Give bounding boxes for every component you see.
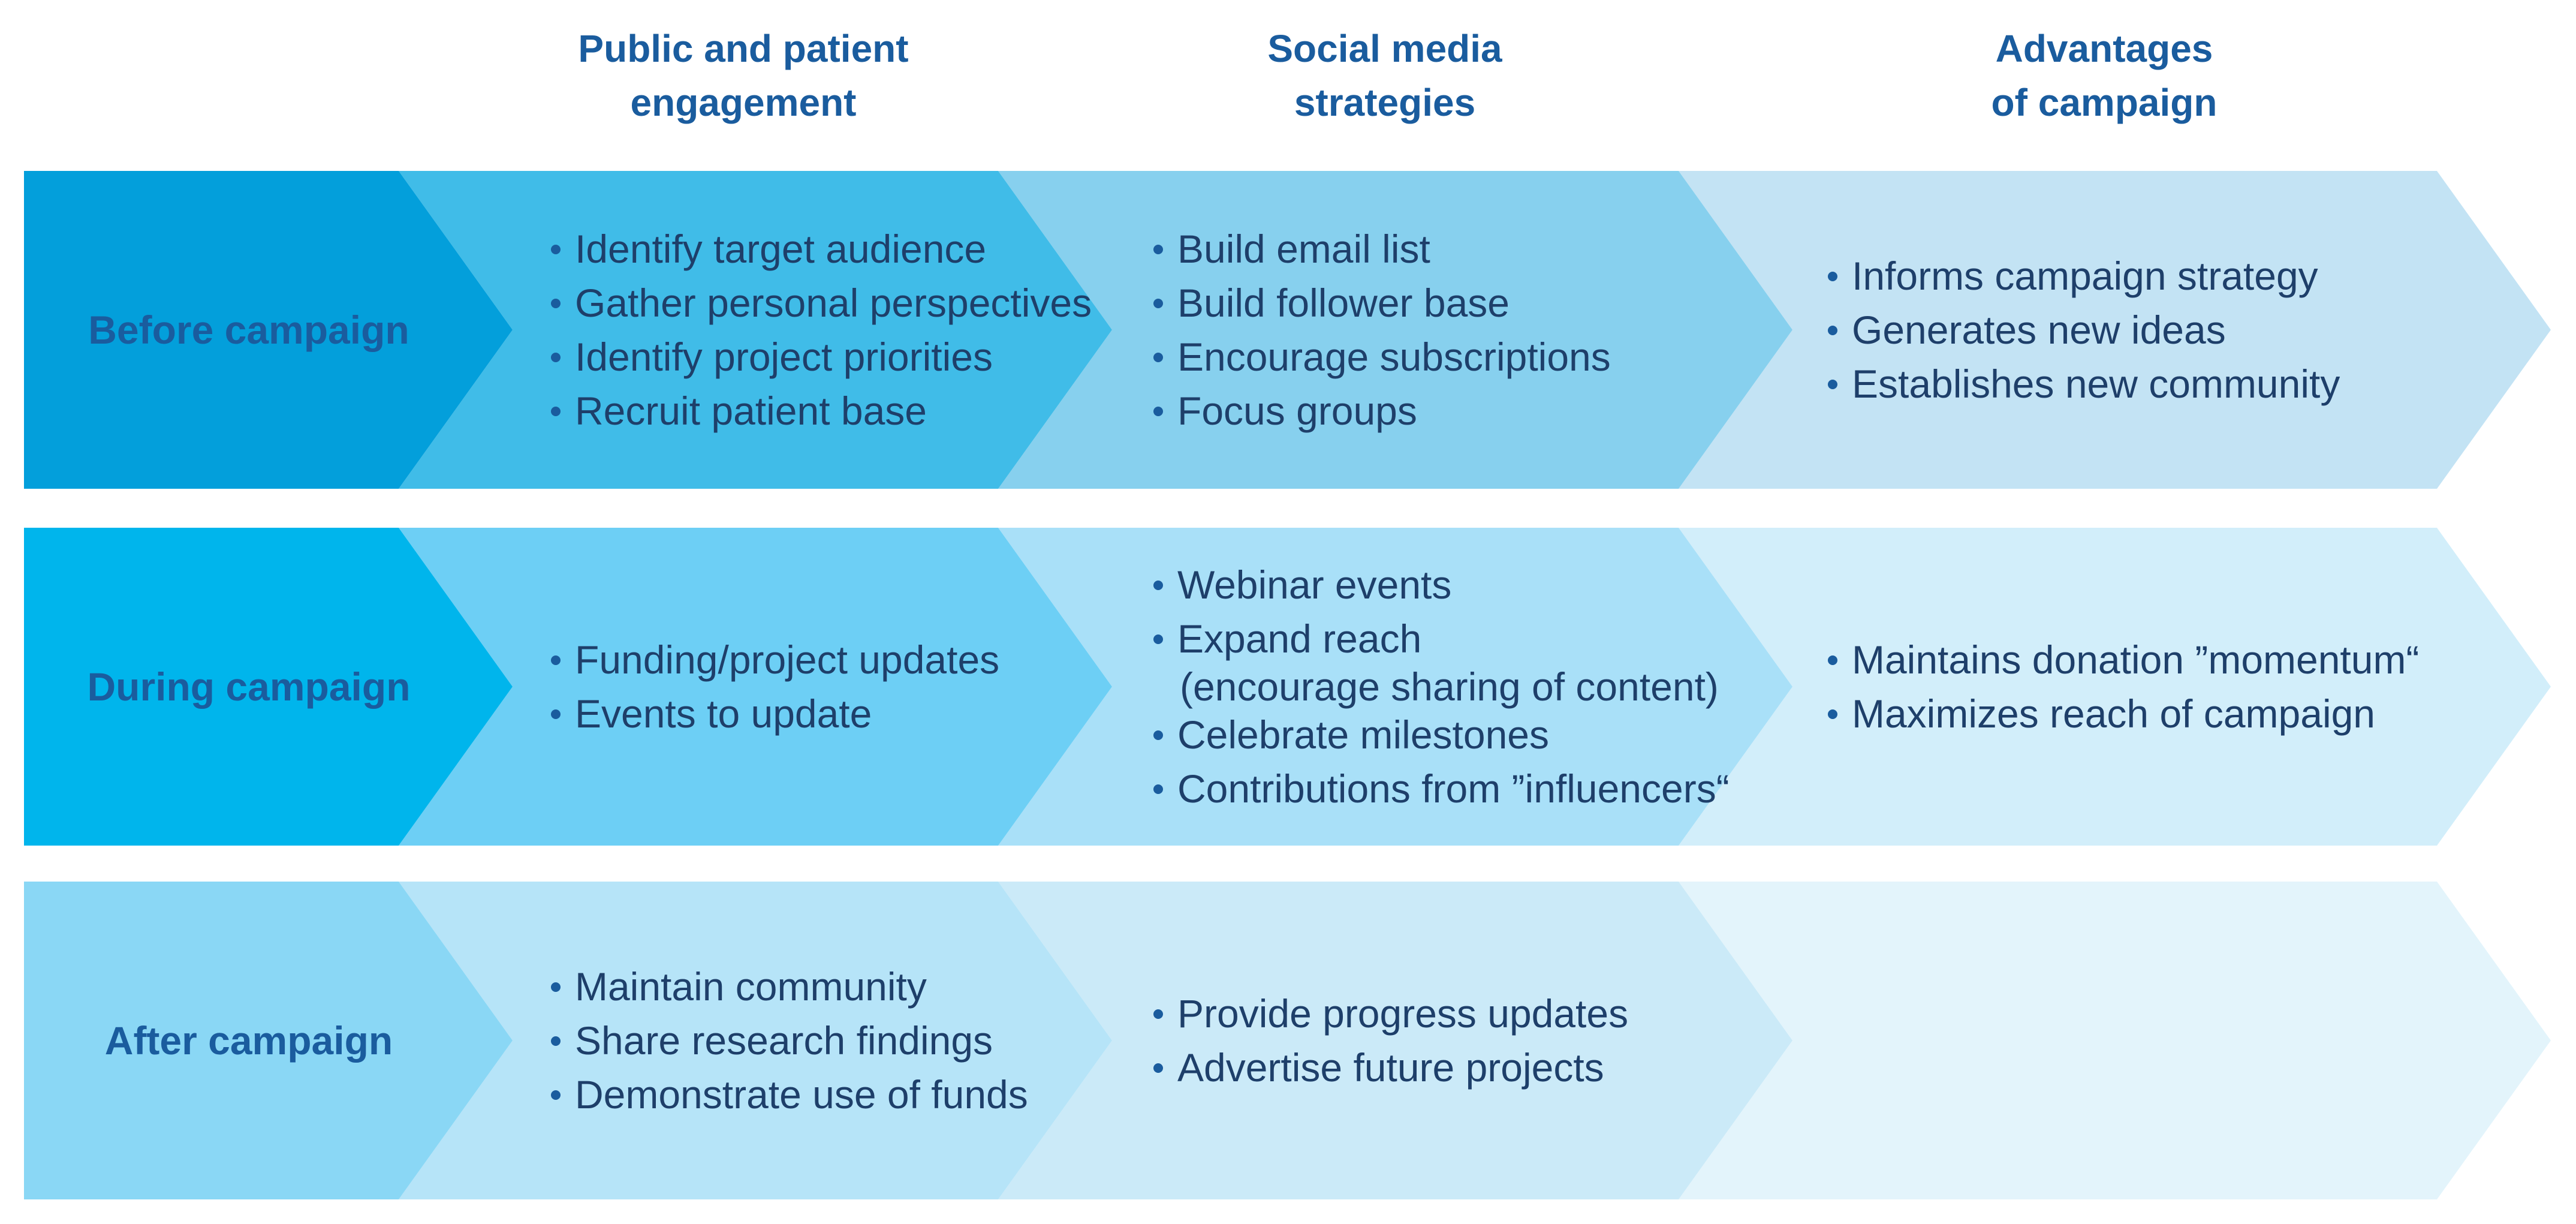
after-advantages-chevron [1679, 882, 2551, 1199]
after-engagement-chevron [399, 882, 1112, 1199]
row-label-after-campaign: After campaign [104, 1018, 393, 1063]
expand-reach-note: (encourage sharing of content) [1180, 664, 1719, 709]
after-social-chevron [998, 882, 1792, 1199]
column-header-social-media-line1: Social media [1267, 27, 1502, 70]
before-social-list: Build email list Build follower base Enc… [1151, 222, 1751, 438]
column-header-engagement: Public and patient engagement [444, 22, 1043, 142]
list-item: Establishes new community [1825, 357, 2515, 411]
before-advantages-list: Informs campaign strategy Generates new … [1825, 249, 2515, 411]
before-label-chevron [24, 171, 513, 489]
list-item: Maintains donation ”momentum“ [1825, 633, 2515, 687]
column-header-advantages-line1: Advantages [1995, 27, 2213, 70]
list-item: Maximizes reach of campaign [1825, 687, 2515, 741]
list-item: Demonstrate use of funds [549, 1067, 1076, 1121]
after-engagement-cell: Maintain community Share research findin… [549, 882, 1076, 1199]
column-header-social-media-line2: strategies [1294, 81, 1476, 124]
during-engagement-cell: Funding/project updates Events to update [549, 528, 1076, 846]
list-item: Events to update [549, 687, 1076, 741]
list-item: Webinar events [1151, 558, 1751, 612]
row-label-during-campaign: During campaign [87, 664, 411, 709]
during-social-list: Webinar events Expand reach (encourage s… [1151, 558, 1751, 816]
list-item-expand-reach: Expand reach (encourage sharing of conte… [1151, 612, 1751, 708]
list-item: Maintain community [549, 960, 1076, 1014]
column-header-social-media: Social media strategies [1085, 22, 1685, 142]
after-engagement-list: Maintain community Share research findin… [549, 960, 1076, 1121]
after-social-cell: Provide progress updates Advertise futur… [1151, 882, 1751, 1199]
before-advantages-cell: Informs campaign strategy Generates new … [1825, 171, 2515, 489]
row-label-before-campaign: Before campaign [88, 308, 409, 352]
list-item: Informs campaign strategy [1825, 249, 2515, 303]
during-advantages-chevron [1679, 528, 2551, 846]
during-advantages-cell: Maintains donation ”momentum“ Maximizes … [1825, 528, 2515, 846]
during-engagement-list: Funding/project updates Events to update [549, 633, 1076, 741]
before-advantages-chevron [1679, 171, 2551, 489]
before-engagement-list: Identify target audience Gather personal… [549, 222, 1092, 438]
before-engagement-chevron [399, 171, 1112, 489]
list-item: Recruit patient base [549, 384, 1076, 438]
during-label-chevron [24, 528, 513, 846]
after-advantages-cell [1825, 882, 2515, 1199]
column-header-advantages-line2: of campaign [1991, 81, 2218, 124]
during-advantages-list: Maintains donation ”momentum“ Maximizes … [1825, 633, 2515, 741]
list-item: Build follower base [1151, 276, 1751, 330]
list-item: Identify project priorities [549, 330, 1076, 384]
list-item: Funding/project updates [549, 633, 1076, 687]
list-item: Gather personal perspectives [549, 276, 1092, 330]
list-item: Generates new ideas [1825, 303, 2515, 357]
list-item: Encourage subscriptions [1151, 330, 1751, 384]
list-item: Focus groups [1151, 384, 1751, 438]
during-social-cell: Webinar events Expand reach (encourage s… [1151, 528, 1751, 846]
list-item: Contributions from ”influencers“ [1151, 762, 1751, 816]
column-header-advantages: Advantages of campaign [1804, 22, 2404, 142]
list-item: Celebrate milestones [1151, 708, 1751, 762]
after-social-list: Provide progress updates Advertise futur… [1151, 987, 1751, 1094]
list-item: Advertise future projects [1151, 1040, 1751, 1094]
list-item: Share research findings [549, 1014, 1076, 1067]
column-header-engagement-line2: engagement [630, 81, 857, 124]
before-social-chevron [998, 171, 1792, 489]
list-item: Identify target audience [549, 222, 1076, 276]
during-social-chevron [998, 528, 1792, 846]
expand-reach-text: Expand reach [1177, 616, 1422, 661]
before-engagement-cell: Identify target audience Gather personal… [549, 171, 1092, 489]
before-social-cell: Build email list Build follower base Enc… [1151, 171, 1751, 489]
after-label-chevron [24, 882, 513, 1199]
column-header-engagement-line1: Public and patient [578, 27, 909, 70]
during-engagement-chevron [399, 528, 1112, 846]
list-item: Build email list [1151, 222, 1751, 276]
list-item: Provide progress updates [1151, 987, 1751, 1040]
